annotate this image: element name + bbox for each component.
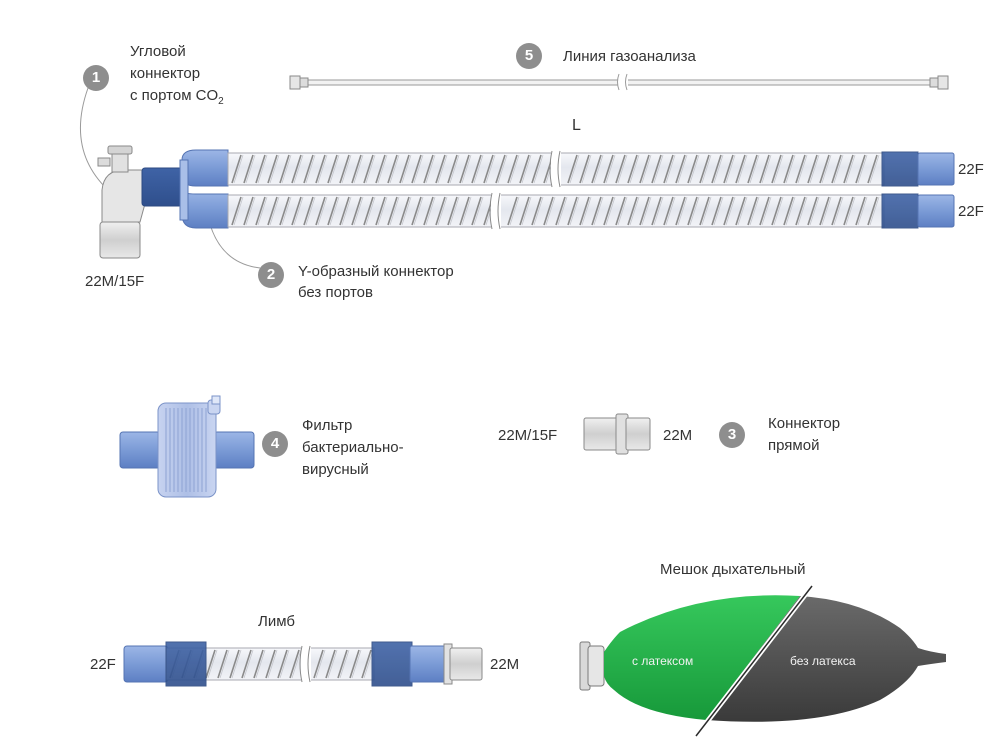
end-label-top: 22F <box>958 161 984 178</box>
tube-end-cuffs <box>881 151 955 229</box>
gas-sampling-line <box>289 73 949 91</box>
item-1-port-label: 22M/15F <box>85 273 145 290</box>
bag-latex-label: с латексом <box>632 654 694 668</box>
bag-latex-free-label: без латекса <box>790 654 856 668</box>
tube-expiratory <box>227 192 885 230</box>
limb-left-label: 22F <box>90 656 116 673</box>
item-1-label-subscript: 2 <box>218 96 224 107</box>
item-3-label-line-2: прямой <box>768 437 820 454</box>
y-connector <box>179 149 229 229</box>
angled-connector <box>97 145 183 259</box>
item-1-label-line-1: Угловой <box>130 43 186 60</box>
item-4-label-line-1: Фильтр <box>302 417 353 434</box>
length-label: L <box>572 117 581 134</box>
item-1-label-line-2: коннектор <box>130 65 201 82</box>
badge-3: 3 <box>719 422 745 448</box>
item-1-label-text: с портом CO <box>130 87 219 104</box>
item-1-label-line-3: с портом CO2 <box>130 86 224 111</box>
limb-assembly <box>123 641 483 687</box>
end-label-bottom: 22F <box>958 203 984 220</box>
item-3-right-label: 22M <box>663 427 693 444</box>
item-3-label-line-1: Коннектор <box>768 415 841 432</box>
tube-inspiratory <box>227 150 885 188</box>
badge-1: 1 <box>83 65 109 91</box>
badge-4: 4 <box>262 431 288 457</box>
breathing-bag <box>579 584 946 738</box>
straight-connector <box>583 413 651 455</box>
bacterial-viral-filter <box>119 395 255 498</box>
badge-2: 2 <box>258 262 284 288</box>
item-4-label-line-3: вирусный <box>302 461 369 478</box>
item-5-label: Линия газоанализа <box>563 48 696 65</box>
item-3-left-label: 22M/15F <box>498 427 558 444</box>
item-2-label-line-1: Y-образный коннектор <box>298 263 454 280</box>
item-4-label-line-2: бактериально- <box>302 439 404 456</box>
item-2-label-line-2: без портов <box>298 284 373 301</box>
badge-5: 5 <box>516 43 542 69</box>
bag-title: Мешок дыхательный <box>660 561 806 578</box>
limb-right-label: 22M <box>490 656 520 673</box>
limb-title: Лимб <box>258 613 295 630</box>
